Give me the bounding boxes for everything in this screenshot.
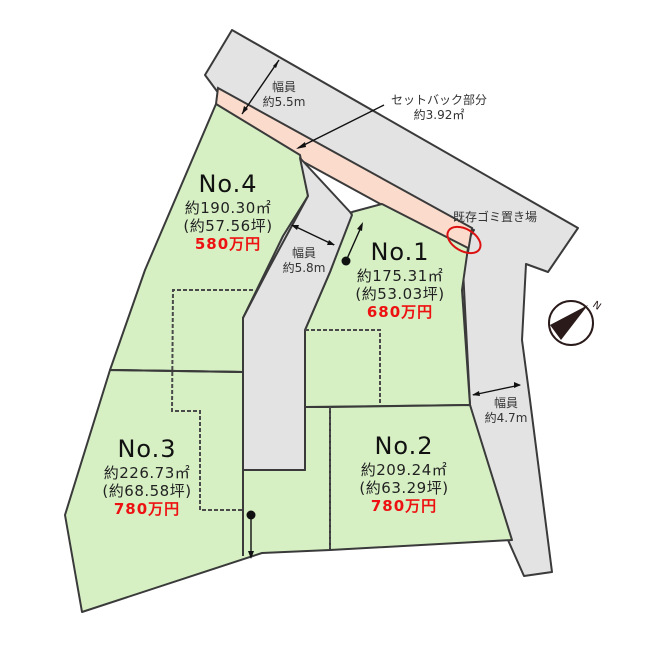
lot-area-tsubo: (約63.29坪) <box>359 478 449 497</box>
lot-label-no1: No.1 約175.31㎡ (約53.03坪) 680万円 <box>340 238 460 321</box>
lot-area-tsubo: (約53.03坪) <box>355 284 445 303</box>
garbage-station-note: 既存ゴミ置き場 <box>445 210 545 225</box>
road-top-width-arrow <box>241 59 280 115</box>
lot-area-tsubo: (約57.56坪) <box>183 216 273 235</box>
lot-price: 680万円 <box>366 302 434 321</box>
road-inner-width-note: 幅員 約5.8m <box>276 246 332 276</box>
north-arrow-icon: N <box>548 299 603 346</box>
lot-price: 780万円 <box>370 496 438 515</box>
divider-no4-no3 <box>109 369 244 373</box>
lot-area-tsubo: (約68.58坪) <box>102 481 192 500</box>
lot-area-m2: 約175.31㎡ <box>356 266 444 285</box>
lot-area-m2: 約209.24㎡ <box>360 460 448 479</box>
road-inner-width-value: 約5.8m <box>282 261 326 275</box>
lot-price: 580万円 <box>194 234 262 253</box>
road-right-width-label: 幅員 <box>493 396 518 410</box>
road-right-width-note: 幅員 約4.7m <box>478 396 534 426</box>
lot-area-m2: 約190.30㎡ <box>184 198 272 217</box>
lot-no2-shape <box>329 404 513 551</box>
setback-arrow <box>297 104 385 149</box>
road-inner-overlay <box>242 157 353 471</box>
road-inner-width-label: 幅員 <box>291 246 316 260</box>
lot-title: No.3 <box>117 435 177 463</box>
road-right-width-arrow <box>472 384 521 396</box>
road-top-width-note: 幅員 約5.5m <box>256 80 312 110</box>
garbage-station-label: 既存ゴミ置き場 <box>452 210 537 224</box>
lot-area-m2: 約226.73㎡ <box>103 463 191 482</box>
dashed-boundary-left <box>170 289 253 511</box>
dashed-boundary-no1 <box>305 329 381 405</box>
garbage-station-marker <box>446 225 482 255</box>
road-top-width-label: 幅員 <box>271 80 296 94</box>
entrance-arrow-no1 <box>345 224 363 262</box>
lot-price: 780万円 <box>113 499 181 518</box>
road-right-width-value: 約4.7m <box>484 411 528 425</box>
road-top-width-value: 約5.5m <box>262 95 306 109</box>
lot-title: No.2 <box>374 432 434 460</box>
road-inner-width-arrow <box>291 224 335 246</box>
svg-text:N: N <box>590 299 602 312</box>
lot-title: No.4 <box>198 170 258 198</box>
setback-value: 約3.92㎡ <box>413 108 465 122</box>
lot-label-no2: No.2 約209.24㎡ (約63.29坪) 780万円 <box>344 432 464 515</box>
lot-title: No.1 <box>370 238 430 266</box>
lot-label-no4: No.4 約190.30㎡ (約57.56坪) 580万円 <box>168 170 288 253</box>
setback-note: セットバック部分 約3.92㎡ <box>384 93 494 123</box>
setback-label: セットバック部分 <box>390 93 487 107</box>
lot-label-no3: No.3 約226.73㎡ (約68.58坪) 780万円 <box>87 435 207 518</box>
